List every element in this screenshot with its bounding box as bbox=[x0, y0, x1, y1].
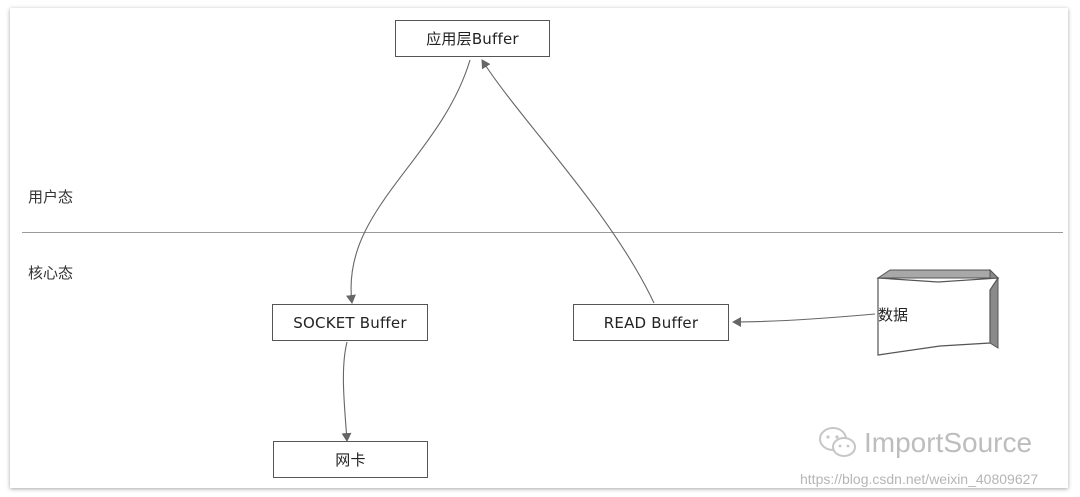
data-node-label: 数据 bbox=[878, 306, 909, 324]
kernel-space-label: 核心态 bbox=[28, 264, 74, 282]
network-card-node: 网卡 bbox=[273, 441, 428, 478]
arrow-app-to-socket bbox=[346, 59, 471, 304]
socket-buffer-node: SOCKET Buffer bbox=[272, 304, 428, 341]
app-layer-buffer-node: 应用层Buffer bbox=[395, 20, 550, 57]
arrow-read-to-app bbox=[481, 59, 655, 304]
arrow-data-to-read bbox=[732, 313, 876, 327]
user-kernel-divider bbox=[22, 232, 1063, 233]
watermark-brand: ImportSource bbox=[818, 426, 1032, 460]
read-buffer-node: READ Buffer bbox=[573, 304, 729, 341]
user-space-label: 用户态 bbox=[28, 188, 74, 206]
arrow-socket-to-nic bbox=[341, 341, 352, 442]
data-document-shape bbox=[876, 268, 1000, 356]
diagram-canvas bbox=[10, 8, 1068, 488]
watermark-brand-text: ImportSource bbox=[864, 427, 1033, 458]
watermark-url: https://blog.csdn.net/weixin_40809627 bbox=[800, 471, 1039, 487]
wechat-icon bbox=[819, 427, 856, 457]
